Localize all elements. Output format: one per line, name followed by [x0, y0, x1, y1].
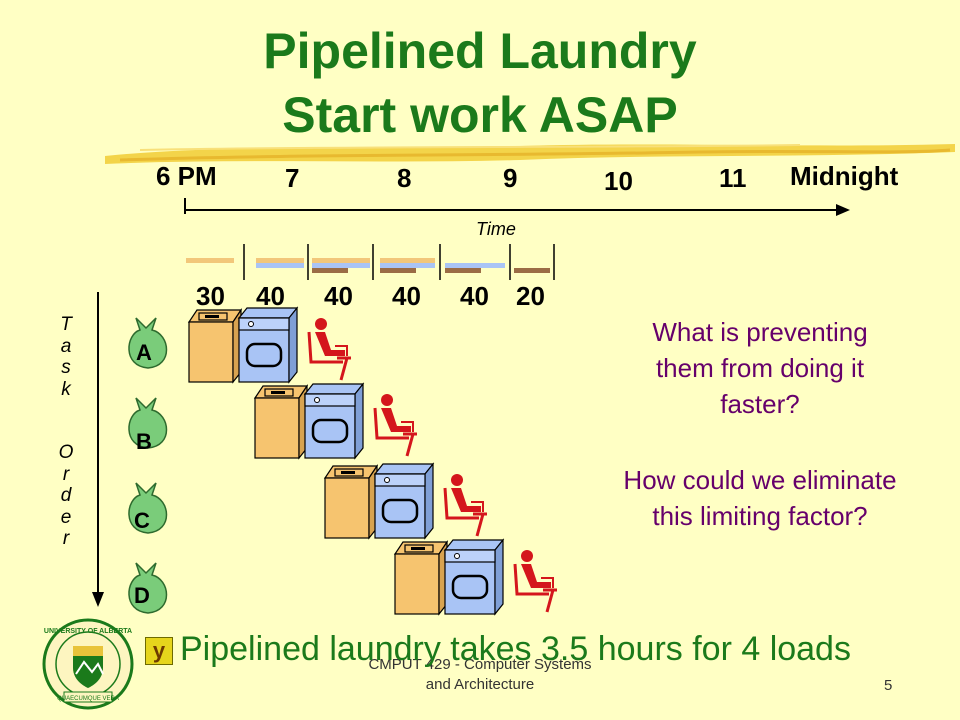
footer-line: CMPUT 429 - Computer Systems	[368, 656, 592, 673]
task-label-b: B	[136, 429, 152, 454]
time-axis-arrow	[184, 198, 850, 216]
slide-title-line2: Start work ASAP	[282, 87, 678, 143]
task-label-c: C	[134, 508, 150, 533]
time-label-11: 11	[719, 163, 747, 193]
question-2-line: How could we eliminate	[623, 465, 897, 495]
logo-text: UNIVERSITY OF ALBERTA	[44, 628, 132, 635]
task-order-char: T	[60, 314, 72, 335]
duration-6: 20	[516, 281, 545, 311]
logo-motto: QUAECUMQUE VERA	[57, 696, 119, 702]
duration-1: 30	[196, 281, 225, 311]
slide-title-line1: Pipelined Laundry	[263, 23, 697, 79]
laundry-bag-icon	[128, 317, 168, 369]
laundry-bag-icon	[128, 482, 168, 534]
laundry-bags	[128, 317, 168, 614]
question-2-line: this limiting factor?	[652, 501, 868, 531]
task-order-char: r	[62, 528, 70, 549]
page-number: 5	[884, 677, 893, 694]
title-underline-stroke	[105, 144, 955, 164]
time-label-8: 8	[397, 163, 412, 193]
bullet-text: Pipelined laundry takes 3.5 hours for 4 …	[180, 630, 851, 668]
task-order-char: e	[60, 506, 72, 528]
task-label-a: A	[136, 340, 152, 365]
question-2: How could we eliminate this limiting fac…	[580, 462, 940, 534]
laundry-pipeline	[187, 306, 559, 616]
time-label-10: 10	[604, 166, 633, 196]
laundry-bag-icon	[128, 397, 168, 449]
time-label-midnight: Midnight	[790, 161, 899, 191]
duration-5: 40	[460, 281, 489, 311]
time-label-9: 9	[503, 163, 518, 193]
task-order-char: r	[62, 463, 70, 485]
task-order-arrow	[92, 292, 104, 607]
task-order-char: d	[60, 485, 72, 506]
laundry-bag-icon	[128, 562, 168, 614]
question-1-line: them from doing it	[655, 353, 865, 383]
time-label-6pm: 6 PM	[156, 161, 217, 191]
task-order-gap	[56, 400, 76, 442]
university-logo: UNIVERSITY OF ALBERTA QUAECUMQUE VERA	[42, 618, 134, 710]
task-label-d: D	[134, 583, 150, 608]
time-label-7: 7	[285, 163, 300, 193]
bullet-icon: y	[145, 637, 173, 665]
question-1: What is preventing them from doing it fa…	[600, 314, 920, 422]
stage-bars	[186, 244, 555, 280]
task-order-char: a	[60, 335, 72, 357]
task-order-char: O	[58, 442, 74, 463]
footer-line: and Architecture	[425, 676, 535, 693]
duration-3: 40	[324, 281, 353, 311]
question-1-line: faster?	[720, 389, 800, 419]
task-order-label: T a s k O r d e r	[56, 314, 76, 550]
question-1-line: What is preventing	[652, 317, 868, 347]
task-order-char: k	[61, 378, 71, 400]
footer-course: CMPUT 429 - Computer Systems and Archite…	[330, 655, 630, 695]
task-order-char: s	[61, 357, 71, 378]
duration-4: 40	[392, 281, 421, 311]
duration-2: 40	[256, 281, 285, 311]
time-axis-label: Time	[476, 219, 516, 239]
